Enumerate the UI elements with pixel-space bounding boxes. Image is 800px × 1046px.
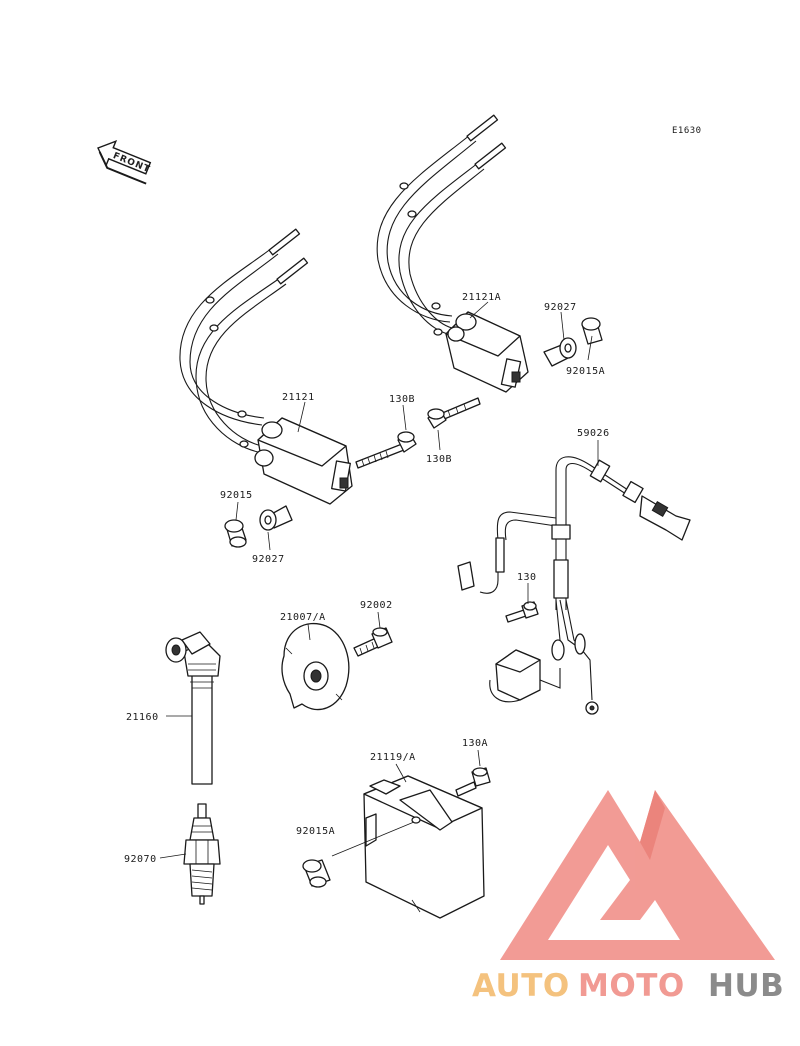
- coil-front-wires: [179, 228, 309, 453]
- label-cap-right: 92015A: [566, 366, 605, 377]
- igniter-unit: [363, 775, 485, 919]
- automotohub-logo: [500, 790, 775, 960]
- igniter-collar: [302, 859, 331, 888]
- spark-plug: [183, 803, 221, 905]
- label-collar-right: 92027: [544, 302, 577, 313]
- collar-right: [543, 337, 577, 367]
- front-arrow-icon: FRONT: [97, 139, 152, 185]
- ignition-coil-rear: [445, 311, 529, 393]
- collar-left: [224, 519, 247, 548]
- label-igniter-collar: 92015A: [296, 826, 335, 837]
- rotor-bolt: [353, 627, 393, 657]
- label-washer-left: 92027: [252, 554, 285, 565]
- label-rotor: 21007/A: [280, 612, 326, 623]
- leader-lines: [159, 301, 599, 859]
- automotohub-wordmark: AUTO MOTO HUB: [472, 968, 784, 1004]
- spark-plug-cap: [165, 631, 221, 785]
- coil-mount-bolt: [355, 431, 417, 469]
- washer-left: [259, 505, 293, 531]
- watermark-auto: AUTO: [472, 968, 570, 1004]
- label-igniter-bolt: 130A: [462, 738, 488, 749]
- part-labels: 21121 21121A 130B 130B 92027 92015A 9201…: [124, 292, 610, 865]
- label-rotor-bolt: 92002: [360, 600, 393, 611]
- coil-rear-wires: [376, 114, 507, 336]
- coil-mount-bolt-upper: [427, 397, 481, 429]
- wiring-harness: [457, 456, 691, 715]
- watermark-moto: MOTO: [578, 968, 685, 1004]
- label-spark-plug: 92070: [124, 854, 157, 865]
- label-collar-left: 92015: [220, 490, 253, 501]
- ignition-coil-front: [254, 417, 353, 505]
- label-coil-rear: 21121A: [462, 292, 501, 303]
- label-harness: 59026: [577, 428, 610, 439]
- label-plug-cap: 21160: [126, 712, 159, 723]
- watermark-hub: HUB: [708, 968, 784, 1004]
- label-coil-front: 21121: [282, 392, 315, 403]
- label-igniter: 21119/A: [370, 752, 416, 763]
- label-bolt-center: 130B: [389, 394, 415, 405]
- cap-right: [581, 317, 603, 345]
- harness-bolt: [505, 601, 539, 623]
- igniter-bolt: [455, 767, 491, 797]
- label-harness-bolt: 130: [517, 572, 537, 583]
- diagram-code: E1630: [672, 126, 702, 136]
- timing-rotor: [281, 622, 350, 711]
- label-nut-center: 130B: [426, 454, 452, 465]
